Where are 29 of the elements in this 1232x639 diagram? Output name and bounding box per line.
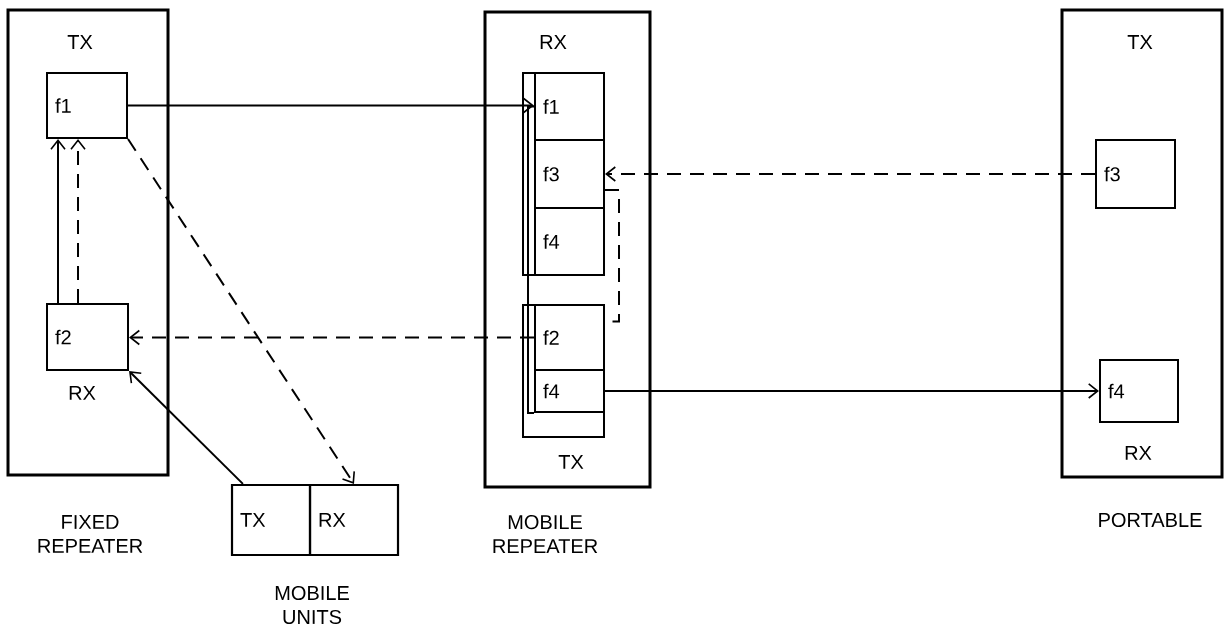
frequency-cell: f2 — [534, 304, 605, 371]
unit-caption: MOBILE UNITS — [275, 585, 349, 625]
node-label: TX — [558, 455, 584, 469]
frequency-cell: f4 — [534, 207, 605, 276]
frequency-cell: f3 — [1095, 139, 1176, 209]
node-label: RX — [69, 386, 96, 400]
node-label: RX — [540, 35, 567, 49]
node-label: TX — [67, 35, 93, 49]
node-label: RX — [1125, 446, 1152, 460]
arrow — [50, 139, 66, 304]
arrow — [605, 166, 1096, 182]
unit-cell: TX — [230, 483, 312, 557]
frequency-cell: f1 — [46, 72, 128, 139]
arrow — [70, 139, 86, 304]
frequency-cell: f4 — [534, 369, 605, 413]
arrow — [127, 138, 356, 484]
station-caption: FIXED REPEATER — [38, 515, 143, 553]
node-label: TX — [1127, 35, 1153, 49]
arrow — [129, 371, 244, 485]
station-caption: MOBILE REPEATER — [493, 515, 598, 553]
frequency-cell: f3 — [534, 139, 605, 209]
frequency-cell: f1 — [534, 72, 605, 141]
arrow — [129, 329, 535, 346]
arrow — [604, 383, 1099, 399]
frequency-cell: f2 — [46, 303, 129, 371]
station-caption: PORTABLE — [1099, 512, 1202, 528]
unit-cell: RX — [308, 483, 400, 557]
frequency-cell: f4 — [1099, 359, 1179, 423]
arrow — [127, 97, 534, 114]
